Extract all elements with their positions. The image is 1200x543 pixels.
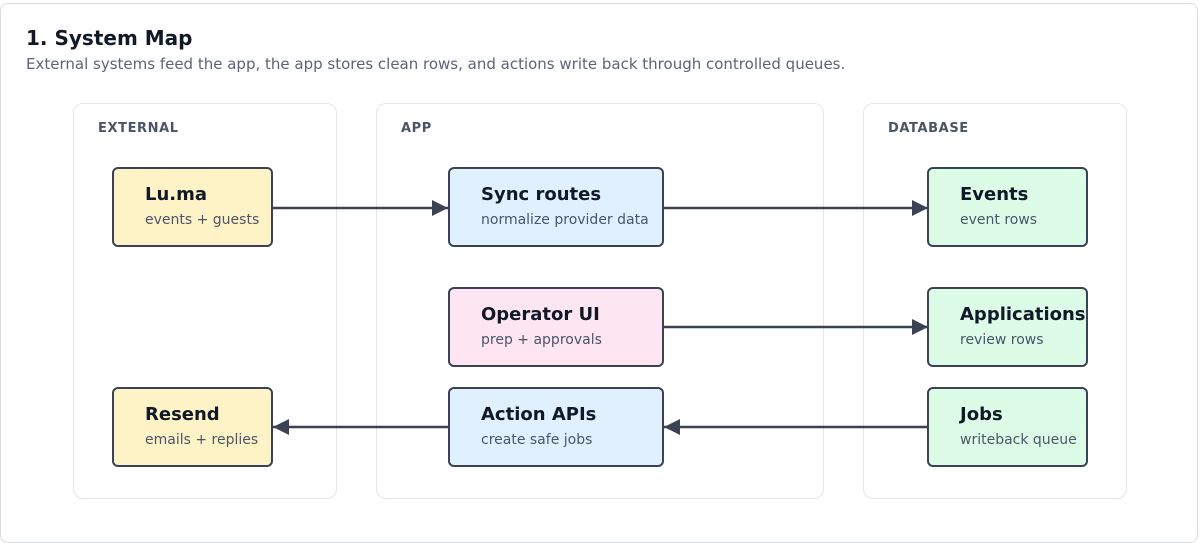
node-jobs-title: Jobs [960, 404, 1003, 425]
node-jobs: Jobs writeback queue [927, 387, 1088, 467]
node-sync-routes: Sync routes normalize provider data [448, 167, 664, 247]
node-applications-subtitle: review rows [960, 332, 1044, 348]
node-jobs-subtitle: writeback queue [960, 432, 1077, 448]
node-applications-title: Applications [960, 304, 1086, 325]
node-action-apis-title: Action APIs [481, 404, 597, 425]
node-events: Events event rows [927, 167, 1088, 247]
node-resend: Resend emails + replies [112, 387, 273, 467]
node-events-subtitle: event rows [960, 212, 1038, 228]
node-resend-title: Resend [145, 404, 220, 425]
node-applications: Applications review rows [927, 287, 1088, 367]
node-action-apis-subtitle: create safe jobs [481, 432, 593, 448]
node-resend-subtitle: emails + replies [145, 432, 259, 448]
node-sync-routes-subtitle: normalize provider data [481, 212, 649, 228]
node-luma: Lu.ma events + guests [112, 167, 273, 247]
node-action-apis: Action APIs create safe jobs [448, 387, 664, 467]
node-operator-ui: Operator UI prep + approvals [448, 287, 664, 367]
node-events-title: Events [960, 184, 1029, 205]
group-label-database: DATABASE [888, 121, 969, 136]
section-subtitle: External systems feed the app, the app s… [26, 55, 846, 73]
node-operator-ui-title: Operator UI [481, 304, 600, 325]
group-label-external: EXTERNAL [98, 121, 179, 136]
node-operator-ui-subtitle: prep + approvals [481, 332, 602, 348]
section-title: 1. System Map [26, 26, 193, 50]
node-luma-subtitle: events + guests [145, 212, 260, 228]
group-label-app: APP [401, 121, 432, 136]
node-sync-routes-title: Sync routes [481, 184, 602, 205]
node-luma-title: Lu.ma [145, 184, 208, 205]
